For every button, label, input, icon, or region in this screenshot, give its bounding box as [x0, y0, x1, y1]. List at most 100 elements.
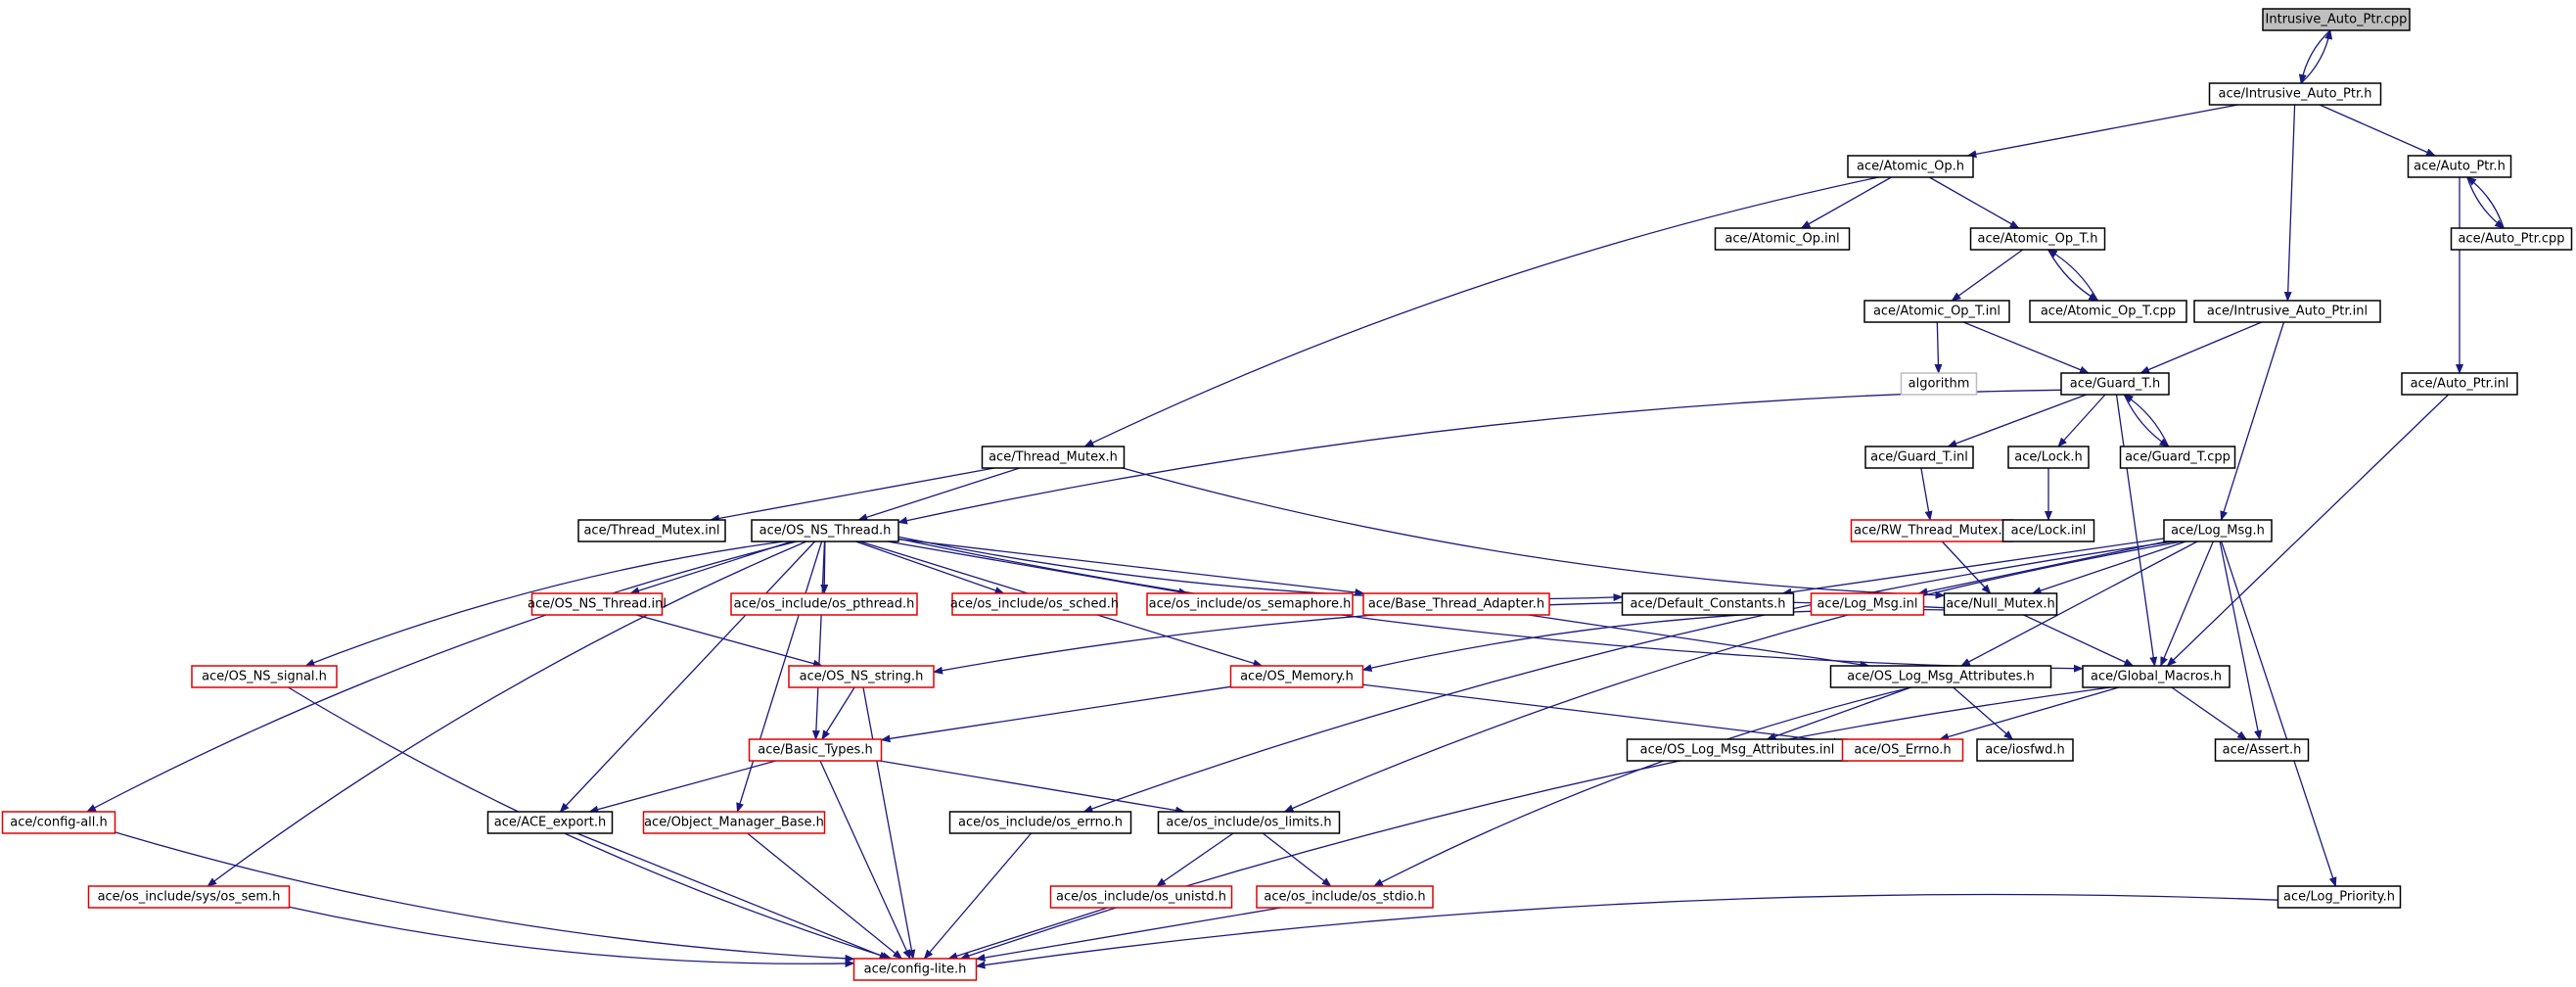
node-box	[1362, 592, 1550, 616]
node-iap-inl[interactable]: ace/Intrusive_Auto_Ptr.inl	[2193, 300, 2381, 323]
node-box	[87, 885, 291, 909]
node-box	[577, 519, 726, 542]
edge-os_ns_thread_h-to-os_ns_thread_inl	[629, 540, 792, 595]
node-os-sched-h[interactable]: ace/os_include/os_sched.h	[950, 592, 1119, 616]
edge-iap_inl-to-guard_t_h	[2139, 321, 2263, 374]
node-null-mutex-h[interactable]: ace/Null_Mutex.h	[1943, 592, 2058, 616]
edge-auto_ptr_h-to-auto_ptr_cpp	[2466, 176, 2505, 229]
node-iaph[interactable]: ace/Intrusive_Auto_Ptr.h	[2208, 82, 2382, 106]
node-box	[1841, 738, 1964, 762]
node-thread-mutex-h[interactable]: ace/Thread_Mutex.h	[981, 446, 1126, 469]
node-log-msg-h[interactable]: ace/Log_Msg.h	[2163, 519, 2273, 542]
node-box	[2407, 155, 2512, 178]
edge-iaph-to-iap_inl	[2283, 104, 2296, 302]
edge-atomic_op_h-to-atomic_op_inl	[1800, 176, 1892, 229]
node-label: ace/Intrusive_Auto_Ptr.inl	[2207, 305, 2368, 319]
node-guard-t-inl[interactable]: ace/Guard_T.inl	[1864, 446, 1974, 469]
node-object-manager-base-h[interactable]: ace/Object_Manager_Base.h	[642, 811, 826, 834]
node-basic-types-h[interactable]: ace/Basic_Types.h	[748, 738, 883, 762]
node-log-priority-h[interactable]: ace/Log_Priority.h	[2277, 885, 2402, 909]
edge-thread_mutex_h-to-thread_mutex_inl	[710, 467, 995, 523]
node-os-errno-h-ace[interactable]: ace/OS_Errno.h	[1841, 738, 1964, 762]
edge-atomic_op_t_inl-to-guard_t_h	[1962, 321, 2090, 374]
edge-auto_ptr_cpp-to-auto_ptr_h	[2466, 176, 2505, 229]
edge-basic_types_h-to-os_include_limits_h	[879, 760, 1186, 815]
edge-guard_t_inl-to-rw_thread_mutex_h	[1920, 467, 1933, 521]
node-label: ace/Atomic_Op_T.cpp	[2041, 305, 2176, 319]
node-os-pthread-h[interactable]: ace/os_include/os_pthread.h	[730, 592, 918, 616]
node-guard-t-cpp[interactable]: ace/Guard_T.cpp	[2119, 446, 2236, 469]
node-box	[1864, 446, 1974, 469]
node-label: ace/os_include/sys/os_sem.h	[98, 890, 281, 905]
node-lock-h[interactable]: ace/Lock.h	[2007, 446, 2090, 469]
node-os-ns-thread-inl[interactable]: ace/OS_NS_Thread.inl	[528, 592, 667, 616]
node-auto-ptr-cpp[interactable]: ace/Auto_Ptr.cpp	[2450, 227, 2573, 251]
node-rw-thread-mutex-h[interactable]: ace/RW_Thread_Mutex.h	[1850, 519, 2014, 542]
node-label: ace/Log_Msg.inl	[1817, 597, 1917, 612]
node-os-include-errno-h[interactable]: ace/os_include/os_errno.h	[948, 811, 1132, 834]
node-config-lite-h[interactable]: ace/config-lite.h	[852, 958, 978, 981]
edge-log_msg_h-to-log_priority_h	[2220, 540, 2337, 887]
node-log-msg-inl[interactable]: ace/Log_Msg.inl	[1810, 592, 1925, 616]
node-os-ns-thread-h[interactable]: ace/OS_NS_Thread.h	[751, 519, 899, 542]
node-box	[748, 738, 883, 762]
node-auto-ptr-h[interactable]: ace/Auto_Ptr.h	[2407, 155, 2512, 178]
edge-os_sys_sem_h-to-config_lite_h	[289, 906, 855, 967]
node-os-ns-string-h[interactable]: ace/OS_NS_string.h	[788, 665, 935, 688]
edge-os_log_msg_attr_h-to-os_stdio_h	[1372, 686, 1912, 887]
node-box	[1900, 372, 1978, 396]
node-label: ace/OS_Log_Msg_Attributes.h	[1847, 670, 2034, 684]
edge-os_ns_thread_h-to-default_constants_h	[897, 536, 1624, 602]
node-os-include-limits-h[interactable]: ace/os_include/os_limits.h	[1157, 811, 1341, 834]
node-root[interactable]: Intrusive_Auto_Ptr.cpp	[2262, 8, 2411, 31]
edge-os_ns_thread_h-to-os_ns_signal_h	[304, 540, 784, 667]
node-box	[2262, 8, 2411, 31]
node-assert-h[interactable]: ace/Assert.h	[2214, 738, 2310, 762]
node-label: ace/Lock.inl	[2011, 524, 2087, 539]
edge-atomic_op_h-to-thread_mutex_h	[1083, 176, 1879, 447]
node-os-semaphore-h[interactable]: ace/os_include/os_semaphore.h	[1146, 592, 1354, 616]
node-label: ace/Basic_Types.h	[758, 743, 872, 758]
node-label: algorithm	[1909, 377, 1970, 392]
node-thread-mutex-inl[interactable]: ace/Thread_Mutex.inl	[577, 519, 726, 542]
edge-iaph-to-root	[2300, 29, 2333, 84]
edge-os_ns_thread_h-to-os_sched_h	[855, 540, 1005, 594]
node-os-memory-h[interactable]: ace/OS_Memory.h	[1229, 665, 1364, 688]
node-os-stdio-h[interactable]: ace/os_include/os_stdio.h	[1256, 885, 1434, 909]
node-label: ace/Log_Priority.h	[2283, 890, 2395, 905]
node-lock-inl[interactable]: ace/Lock.inl	[2001, 519, 2095, 542]
node-box	[486, 811, 614, 834]
edge-guard_t_h-to-guard_t_inl	[1947, 394, 2087, 447]
node-ace-export-h[interactable]: ace/ACE_export.h	[486, 811, 614, 834]
node-atomic-op-t-inl[interactable]: ace/Atomic_Op_T.inl	[1863, 300, 2010, 323]
node-algorithm[interactable]: algorithm	[1900, 372, 1978, 396]
edge-os_ns_thread_h-to-config_all_h	[86, 540, 798, 813]
node-atomic-op-t-cpp[interactable]: ace/Atomic_Op_T.cpp	[2029, 300, 2187, 323]
node-atomic-op-inl[interactable]: ace/Atomic_Op.inl	[1714, 227, 1851, 251]
node-base-thread-adapter-h[interactable]: ace/Base_Thread_Adapter.h	[1362, 592, 1550, 616]
node-global-macros-h[interactable]: ace/Global_Macros.h	[2082, 665, 2231, 688]
node-guard-t-h[interactable]: ace/Guard_T.h	[2060, 372, 2170, 396]
node-default-constants-h[interactable]: ace/Default_Constants.h	[1621, 592, 1795, 616]
edge-iaph-to-atomic_op_h	[1966, 104, 2238, 159]
node-os-unistd-h[interactable]: ace/os_include/os_unistd.h	[1049, 885, 1233, 909]
edge-auto_ptr_inl-to-global_macros_h	[2166, 394, 2450, 667]
node-os-sys-sem-h[interactable]: ace/os_include/sys/os_sem.h	[87, 885, 291, 909]
node-label: ace/Guard_T.h	[2070, 377, 2160, 392]
node-label: ace/Intrusive_Auto_Ptr.h	[2219, 87, 2372, 102]
node-iosfwd-h[interactable]: ace/iosfwd.h	[1976, 738, 2074, 762]
node-os-log-msg-attr-inl[interactable]: ace/OS_Log_Msg_Attributes.inl	[1626, 738, 1849, 762]
edge-os_ns_thread_h-to-os_semaphore_h	[887, 540, 1189, 596]
edge-log_msg_h-to-default_constants_h	[1781, 538, 2165, 596]
node-auto-ptr-inl[interactable]: ace/Auto_Ptr.inl	[2401, 372, 2518, 396]
node-label: ace/Thread_Mutex.inl	[583, 524, 719, 539]
node-os-log-msg-attr-h[interactable]: ace/OS_Log_Msg_Attributes.h	[1829, 665, 2052, 688]
edge-os_ns_string_h-to-basic_types_h	[821, 686, 855, 740]
node-box	[1810, 592, 1925, 616]
node-config-all-h[interactable]: ace/config-all.h	[1, 811, 116, 834]
node-atomic-op-t-h[interactable]: ace/Atomic_Op_T.h	[1969, 227, 2106, 251]
node-box	[1943, 592, 2058, 616]
node-os-ns-signal-h[interactable]: ace/OS_NS_signal.h	[191, 665, 338, 688]
node-box	[1847, 155, 1974, 178]
node-atomic-op-h[interactable]: ace/Atomic_Op.h	[1847, 155, 1974, 178]
